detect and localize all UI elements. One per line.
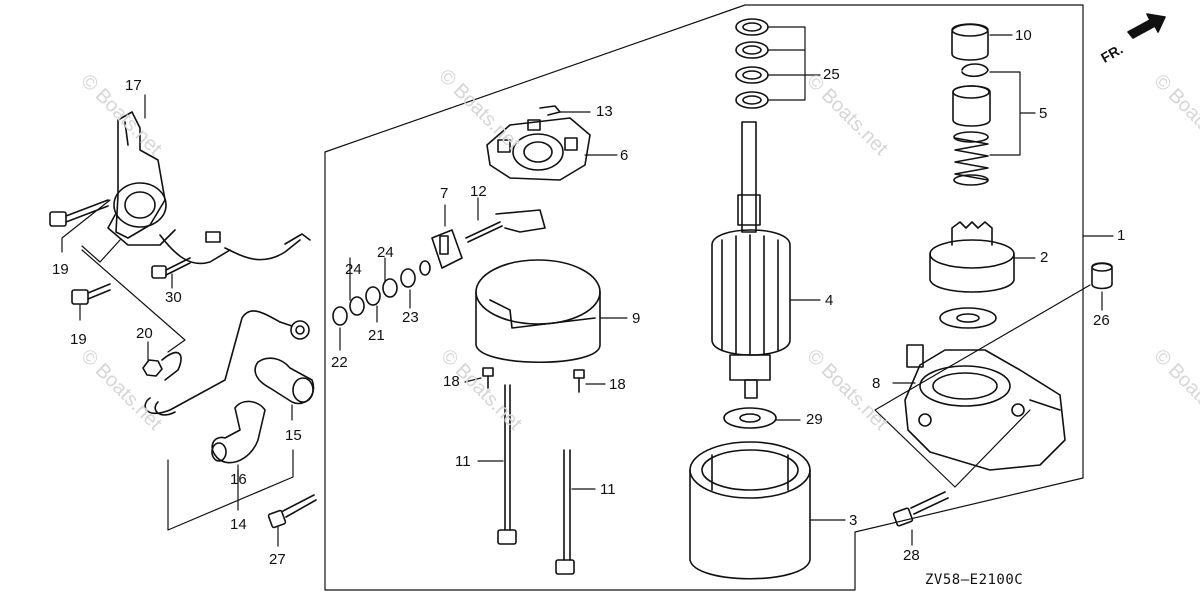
callout-19: 19: [52, 261, 69, 278]
callout-22: 22: [331, 354, 348, 371]
yoke-3: [689, 441, 811, 580]
terminal-bolt-12: [465, 209, 546, 243]
pinion-2: [929, 221, 1015, 293]
callout-16: 16: [230, 471, 247, 488]
through-bolt-11-left: [497, 384, 517, 545]
washer-29: [723, 407, 777, 429]
washer-stack: [332, 260, 431, 326]
callout-24: 24: [345, 261, 362, 278]
callout-6: 6: [620, 147, 629, 164]
callout-30: 30: [165, 289, 182, 306]
callout-4: 4: [825, 292, 834, 309]
assembly-boundary: [324, 4, 1084, 591]
armature-4: [711, 121, 791, 399]
bolt-27: [267, 494, 317, 529]
bolt-19-upper: [49, 199, 109, 227]
callout-27: 27: [269, 551, 286, 568]
callout-12: 12: [470, 183, 487, 200]
bolt-30: [151, 257, 191, 279]
solenoid-bracket-assembly: [107, 111, 311, 265]
brush-holder-6: [486, 117, 591, 181]
callout-20: 20: [136, 325, 153, 342]
clip-13: [539, 105, 561, 116]
leader-lines: [61, 26, 1114, 547]
spring: [953, 131, 989, 186]
callout-11: 11: [455, 453, 471, 470]
screw-18-left: [482, 367, 494, 389]
bolt-19-lower: [71, 283, 111, 305]
callout-13: 13: [596, 103, 613, 120]
callout-5: 5: [1039, 105, 1048, 122]
boot-16: [211, 400, 266, 464]
callout-15: 15: [285, 427, 302, 444]
nut-20: [142, 351, 182, 381]
rear-cover-9: [475, 259, 601, 363]
callout-29: 29: [806, 411, 823, 428]
callout-11: 11: [600, 481, 616, 498]
callout-17: 17: [125, 77, 142, 94]
callout-23: 23: [402, 309, 419, 326]
callout-9: 9: [632, 310, 641, 327]
callout-21: 21: [368, 327, 385, 344]
rings-25: [735, 18, 769, 109]
cable-14: [144, 310, 310, 416]
snap-ring: [961, 63, 989, 78]
callout-14: 14: [230, 516, 247, 533]
bush-26: [1091, 262, 1113, 290]
callout-28: 28: [903, 547, 920, 564]
callout-10: 10: [1015, 27, 1032, 44]
callout-25: 25: [823, 66, 840, 83]
callout-18: 18: [443, 373, 460, 390]
callout-24: 24: [377, 244, 394, 261]
diagram-code: ZV58—E2100C: [925, 572, 1024, 588]
collar: [952, 85, 991, 127]
cap-10: [951, 23, 989, 61]
boot-15: [254, 357, 315, 405]
pinion-washer: [939, 307, 997, 329]
through-bolt-11-right: [555, 449, 575, 575]
front-bracket-8: [904, 344, 1066, 471]
screw-18-right: [573, 369, 585, 393]
callout-3: 3: [849, 512, 858, 529]
callout-18: 18: [609, 376, 626, 393]
brush-7: [431, 229, 463, 269]
front-direction-arrow: [1127, 13, 1166, 39]
bolt-28: [892, 491, 949, 527]
callout-1: 1: [1117, 227, 1126, 244]
callout-19: 19: [70, 331, 87, 348]
callout-26: 26: [1093, 312, 1110, 329]
callout-2: 2: [1040, 249, 1049, 266]
callout-8: 8: [872, 375, 881, 392]
callout-7: 7: [440, 185, 449, 202]
